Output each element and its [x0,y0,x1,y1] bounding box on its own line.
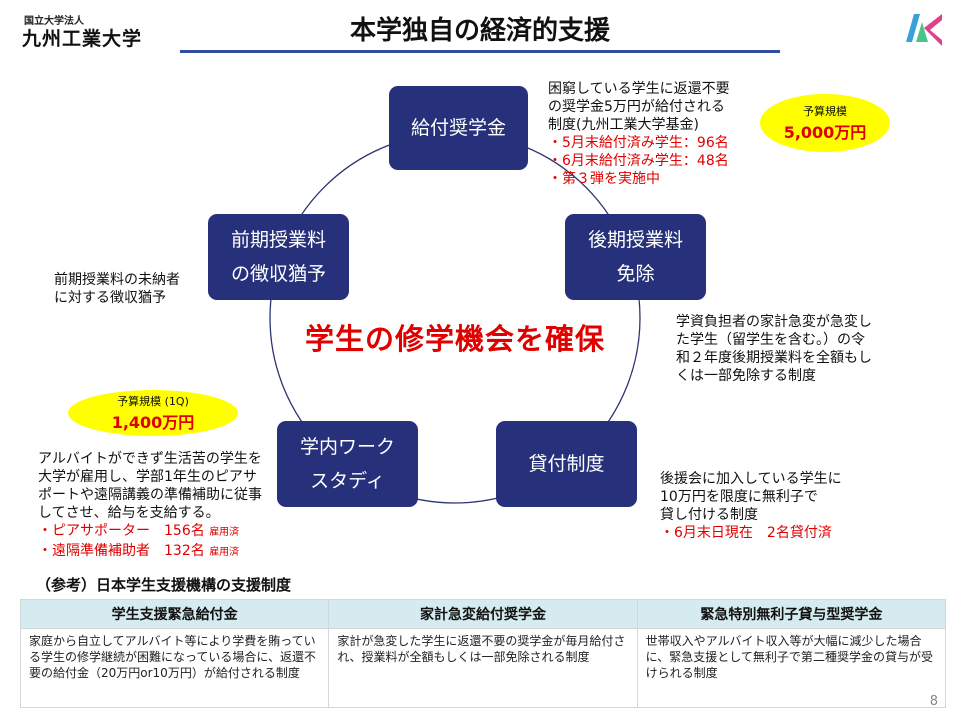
node-zenki-label-2: の徴収猶予 [230,263,326,285]
budget-label: 予算規模 [803,105,847,118]
node-kyufu-shogakukin: 給付奨学金 [389,86,528,170]
note-line: 制度(九州工業大学基金) [548,117,699,133]
note-line: た学生（留学生を含む。）の令 [676,332,865,348]
note-line: に対する徴収猶予 [54,290,166,306]
note-kouki: 学資負担者の家計急変が急変し た学生（留学生を含む。）の令 和２年度後期授業料を… [676,313,872,385]
table-header-row: 学生支援緊急給付金 家計急変給付奨学金 緊急特別無利子貸与型奨学金 [19,599,947,629]
note-line: 後援会に加入している学生に [660,471,842,487]
note-taiyo: 後援会に加入している学生に 10万円を限度に無利子で 貸し付ける制度 ・6月末日… [660,470,842,542]
note-line: アルバイトができず生活苦の学生を [38,451,262,467]
note-line: 困窮している学生に返還不要 [548,81,730,97]
table-cell: 家庭から自立してアルバイト等により学費を賄っている学生の修学継続が困難になってい… [19,628,330,708]
note-gakunai: アルバイトができず生活苦の学生を 大学が雇用し、学部1年生のピアサ ポートや遠隔… [38,450,262,562]
note-red-line: ・ピアサポーター 156名 雇用済 [38,522,262,542]
table-header-cell: 学生支援緊急給付金 [19,599,330,629]
node-gakunai-label-1: 学内ワーク [299,436,395,458]
table-header-cell: 緊急特別無利子貸与型奨学金 [636,599,947,629]
table-cell: 世帯収入やアルバイト収入等が大幅に減少した場合に、緊急支援として無利子で第二種奨… [636,628,947,708]
budget-amount: 1,400万円 [111,413,195,432]
note-red-line: ・6月末日現在 2名貸付済 [660,525,832,541]
budget-label: 予算規模 (1Q) [117,395,189,408]
note-red-line: ・5月末給付済み学生：96名 [548,135,729,151]
university-logo-icon [902,8,946,52]
note-red-line: ・第３弾を実施中 [548,171,660,187]
page-title: 本学独自の経済的支援 [349,16,610,46]
title-underline [180,50,780,53]
hired-tag: 雇用済 [209,527,240,538]
note-red-line: ・6月末給付済み学生：48名 [548,153,729,169]
table-row: 家庭から自立してアルバイト等により学費を賄っている学生の修学継続が困難になってい… [19,628,947,708]
note-line: の奨学金5万円が給付される [548,99,725,115]
remote-assistant-count: ・遠隔準備補助者 132名 [38,543,205,559]
node-kashitsuke: 貸付制度 [496,421,637,507]
node-kouki-label-1: 後期授業料 [587,229,683,251]
node-kouki-jugyoryo: 後期授業料 免除 [565,214,706,300]
center-message: 学生の修学機会を確保 [304,322,605,356]
note-line: ポートや遠隔講義の準備補助に従事 [38,487,262,503]
budget-amount: 5,000万円 [783,123,867,142]
note-line: してさせ、給与を支給する。 [38,505,220,521]
node-gakunai-work: 学内ワーク スタディ [277,421,418,507]
reference-title: （参考）日本学生支援機構の支援制度 [36,576,292,594]
note-line: 大学が雇用し、学部1年生のピアサ [38,469,257,485]
reference-table: 学生支援緊急給付金 家計急変給付奨学金 緊急特別無利子貸与型奨学金 家庭から自立… [19,599,947,708]
budget-oval-left: 予算規模 (1Q) 1,400万円 [68,390,238,436]
note-line: 学資負担者の家計急変が急変し [676,314,872,330]
note-line: 和２年度後期授業料を全額もし [676,350,872,366]
university-name: 九州工業大学 [22,28,143,50]
node-kouki-label-2: 免除 [616,263,655,285]
node-kyufu-label: 給付奨学金 [410,117,506,139]
note-line: 前期授業料の未納者 [54,272,180,288]
node-zenki-label-1: 前期授業料 [230,229,326,251]
peer-supporter-count: ・ピアサポーター 156名 [38,523,205,539]
table-cell: 家計が急変した学生に返還不要の奨学金が毎月給付され、授業料が全額もしくは一部免除… [328,628,638,708]
budget-oval-top: 予算規模 5,000万円 [760,94,890,152]
note-zenki: 前期授業料の未納者 に対する徴収猶予 [54,271,180,307]
note-line: 10万円を限度に無利子で [660,489,818,505]
university-label: 国立大学法人 [24,16,84,27]
note-line: 貸し付ける制度 [660,507,758,523]
hired-tag: 雇用済 [209,547,240,558]
table-header-cell: 家計急変給付奨学金 [328,599,638,629]
page-number: 8 [929,694,938,709]
note-line: くは一部免除する制度 [676,368,816,384]
node-gakunai-label-2: スタディ [310,470,385,492]
note-red-line: ・遠隔準備補助者 132名 雇用済 [38,542,262,562]
node-zenki-jugyoryo: 前期授業料 の徴収猶予 [208,214,349,300]
node-taiyo-label: 貸付制度 [528,453,605,475]
note-kyufu: 困窮している学生に返還不要 の奨学金5万円が給付される 制度(九州工業大学基金)… [548,80,730,188]
